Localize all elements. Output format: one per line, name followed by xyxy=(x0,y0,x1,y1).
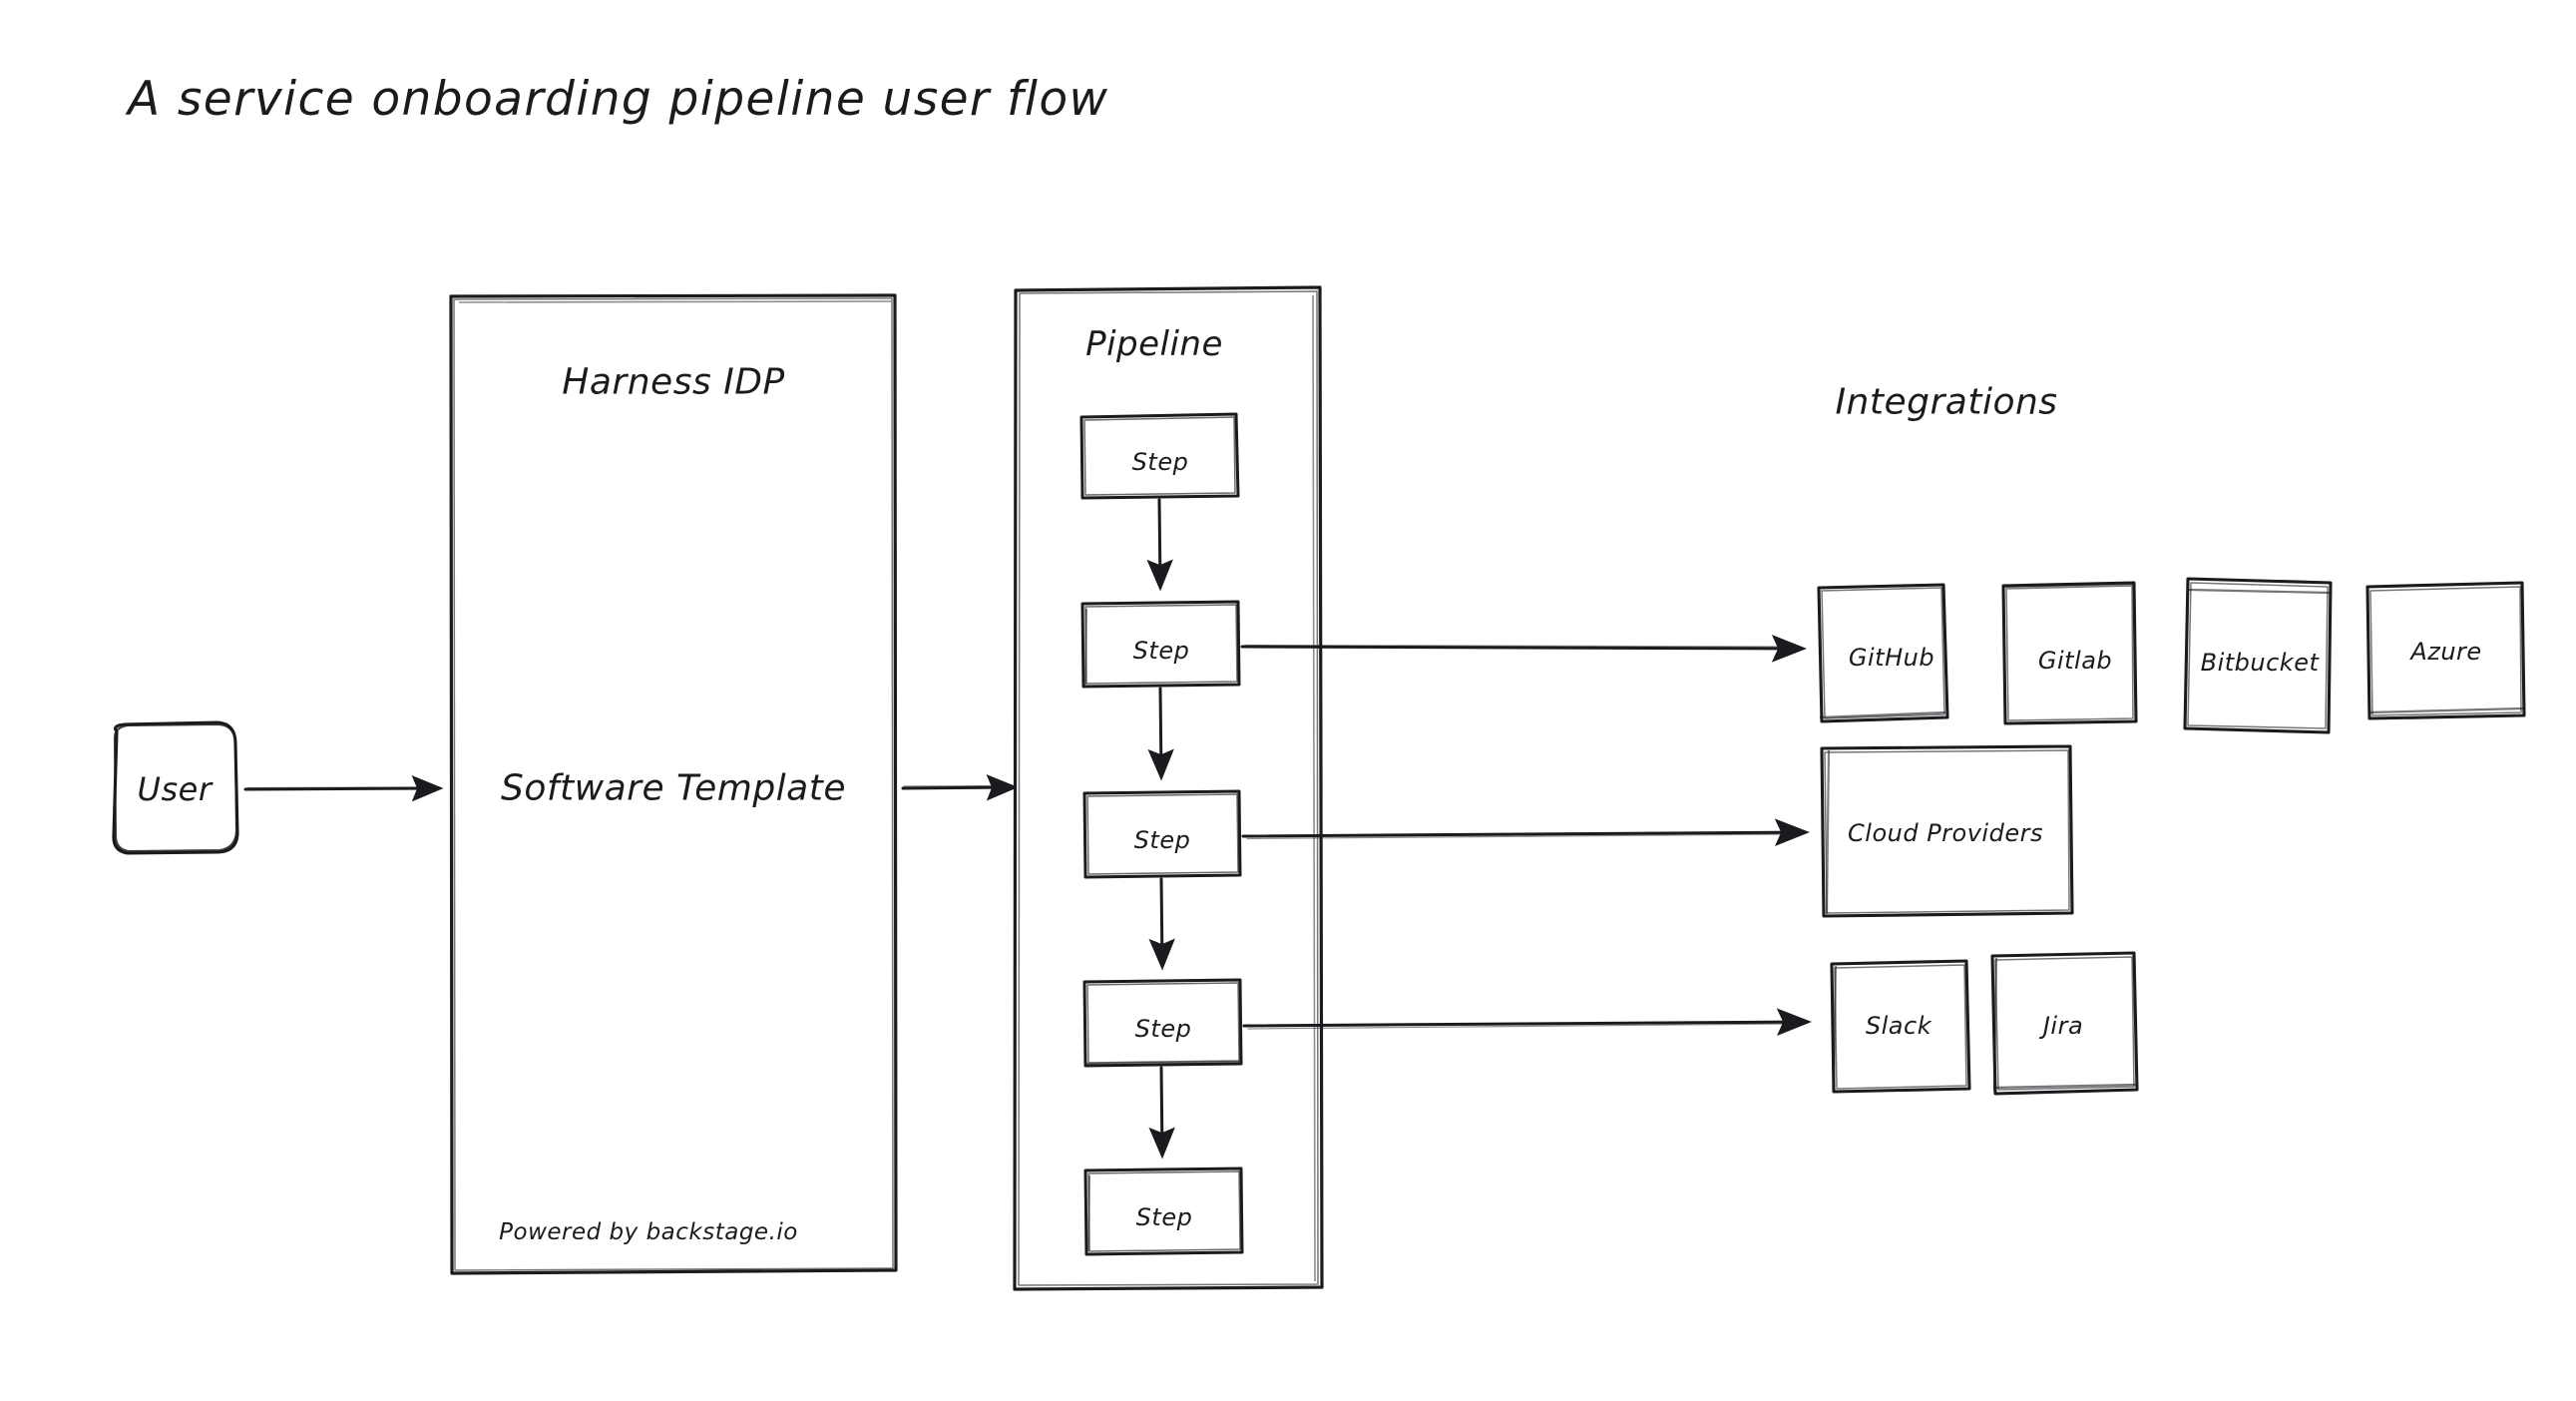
integration-box-slack[interactable] xyxy=(1830,959,1971,1094)
arrow-step1-step2 xyxy=(1146,498,1173,592)
step-label-3: Step xyxy=(1133,826,1191,854)
arrow-user-to-idp xyxy=(243,774,444,802)
powered-by-backstage-label: Powered by backstage.io xyxy=(499,1219,798,1245)
integration-label-gitlab: Gitlab xyxy=(2037,647,2113,675)
arrow-step3-to-cloud-providers xyxy=(1241,818,1810,847)
integration-box-jira[interactable] xyxy=(1990,951,2139,1096)
harness-idp-heading: Harness IDP xyxy=(562,361,785,403)
integration-box-azure[interactable] xyxy=(2365,581,2526,720)
step-label-5: Step xyxy=(1135,1203,1193,1231)
integration-label-github: GitHub xyxy=(1848,644,1935,672)
integrations-heading: Integrations xyxy=(1835,381,2058,423)
software-template-label: Software Template xyxy=(501,767,846,809)
arrow-step4-step5 xyxy=(1148,1066,1175,1160)
integration-box-bitbucket[interactable] xyxy=(2183,577,2333,734)
integration-label-azure: Azure xyxy=(2410,638,2482,666)
arrow-step3-step4 xyxy=(1148,877,1175,971)
step-box-1[interactable] xyxy=(1079,412,1240,500)
step-label-2: Step xyxy=(1132,637,1190,665)
integration-label-jira: Jira xyxy=(2042,1012,2084,1040)
step-box-2[interactable] xyxy=(1080,600,1241,689)
integration-label-cloud-providers: Cloud Providers xyxy=(1848,819,2043,847)
page-title: A service onboarding pipeline user flow xyxy=(128,72,1109,127)
integration-label-bitbucket: Bitbucket xyxy=(2200,649,2320,677)
step-box-4[interactable] xyxy=(1082,978,1243,1068)
integration-box-gitlab[interactable] xyxy=(2001,581,2138,725)
integration-box-github[interactable] xyxy=(1817,583,1949,723)
integration-label-slack: Slack xyxy=(1865,1012,1932,1040)
arrow-step4-to-slack xyxy=(1242,1008,1812,1037)
arrow-step2-to-github xyxy=(1240,635,1807,663)
step-box-3[interactable] xyxy=(1082,789,1242,879)
step-box-5[interactable] xyxy=(1083,1167,1244,1256)
arrow-idp-to-pipeline xyxy=(901,774,1019,801)
user-node-shape[interactable] xyxy=(112,720,239,855)
user-node-label: User xyxy=(137,770,213,808)
step-label-1: Step xyxy=(1131,448,1189,476)
arrow-step2-step3 xyxy=(1147,687,1174,781)
integration-box-cloud-providers[interactable] xyxy=(1820,744,2074,918)
step-label-4: Step xyxy=(1134,1015,1192,1043)
pipeline-heading: Pipeline xyxy=(1085,324,1223,364)
harness-idp-container-shape[interactable] xyxy=(449,293,898,1275)
